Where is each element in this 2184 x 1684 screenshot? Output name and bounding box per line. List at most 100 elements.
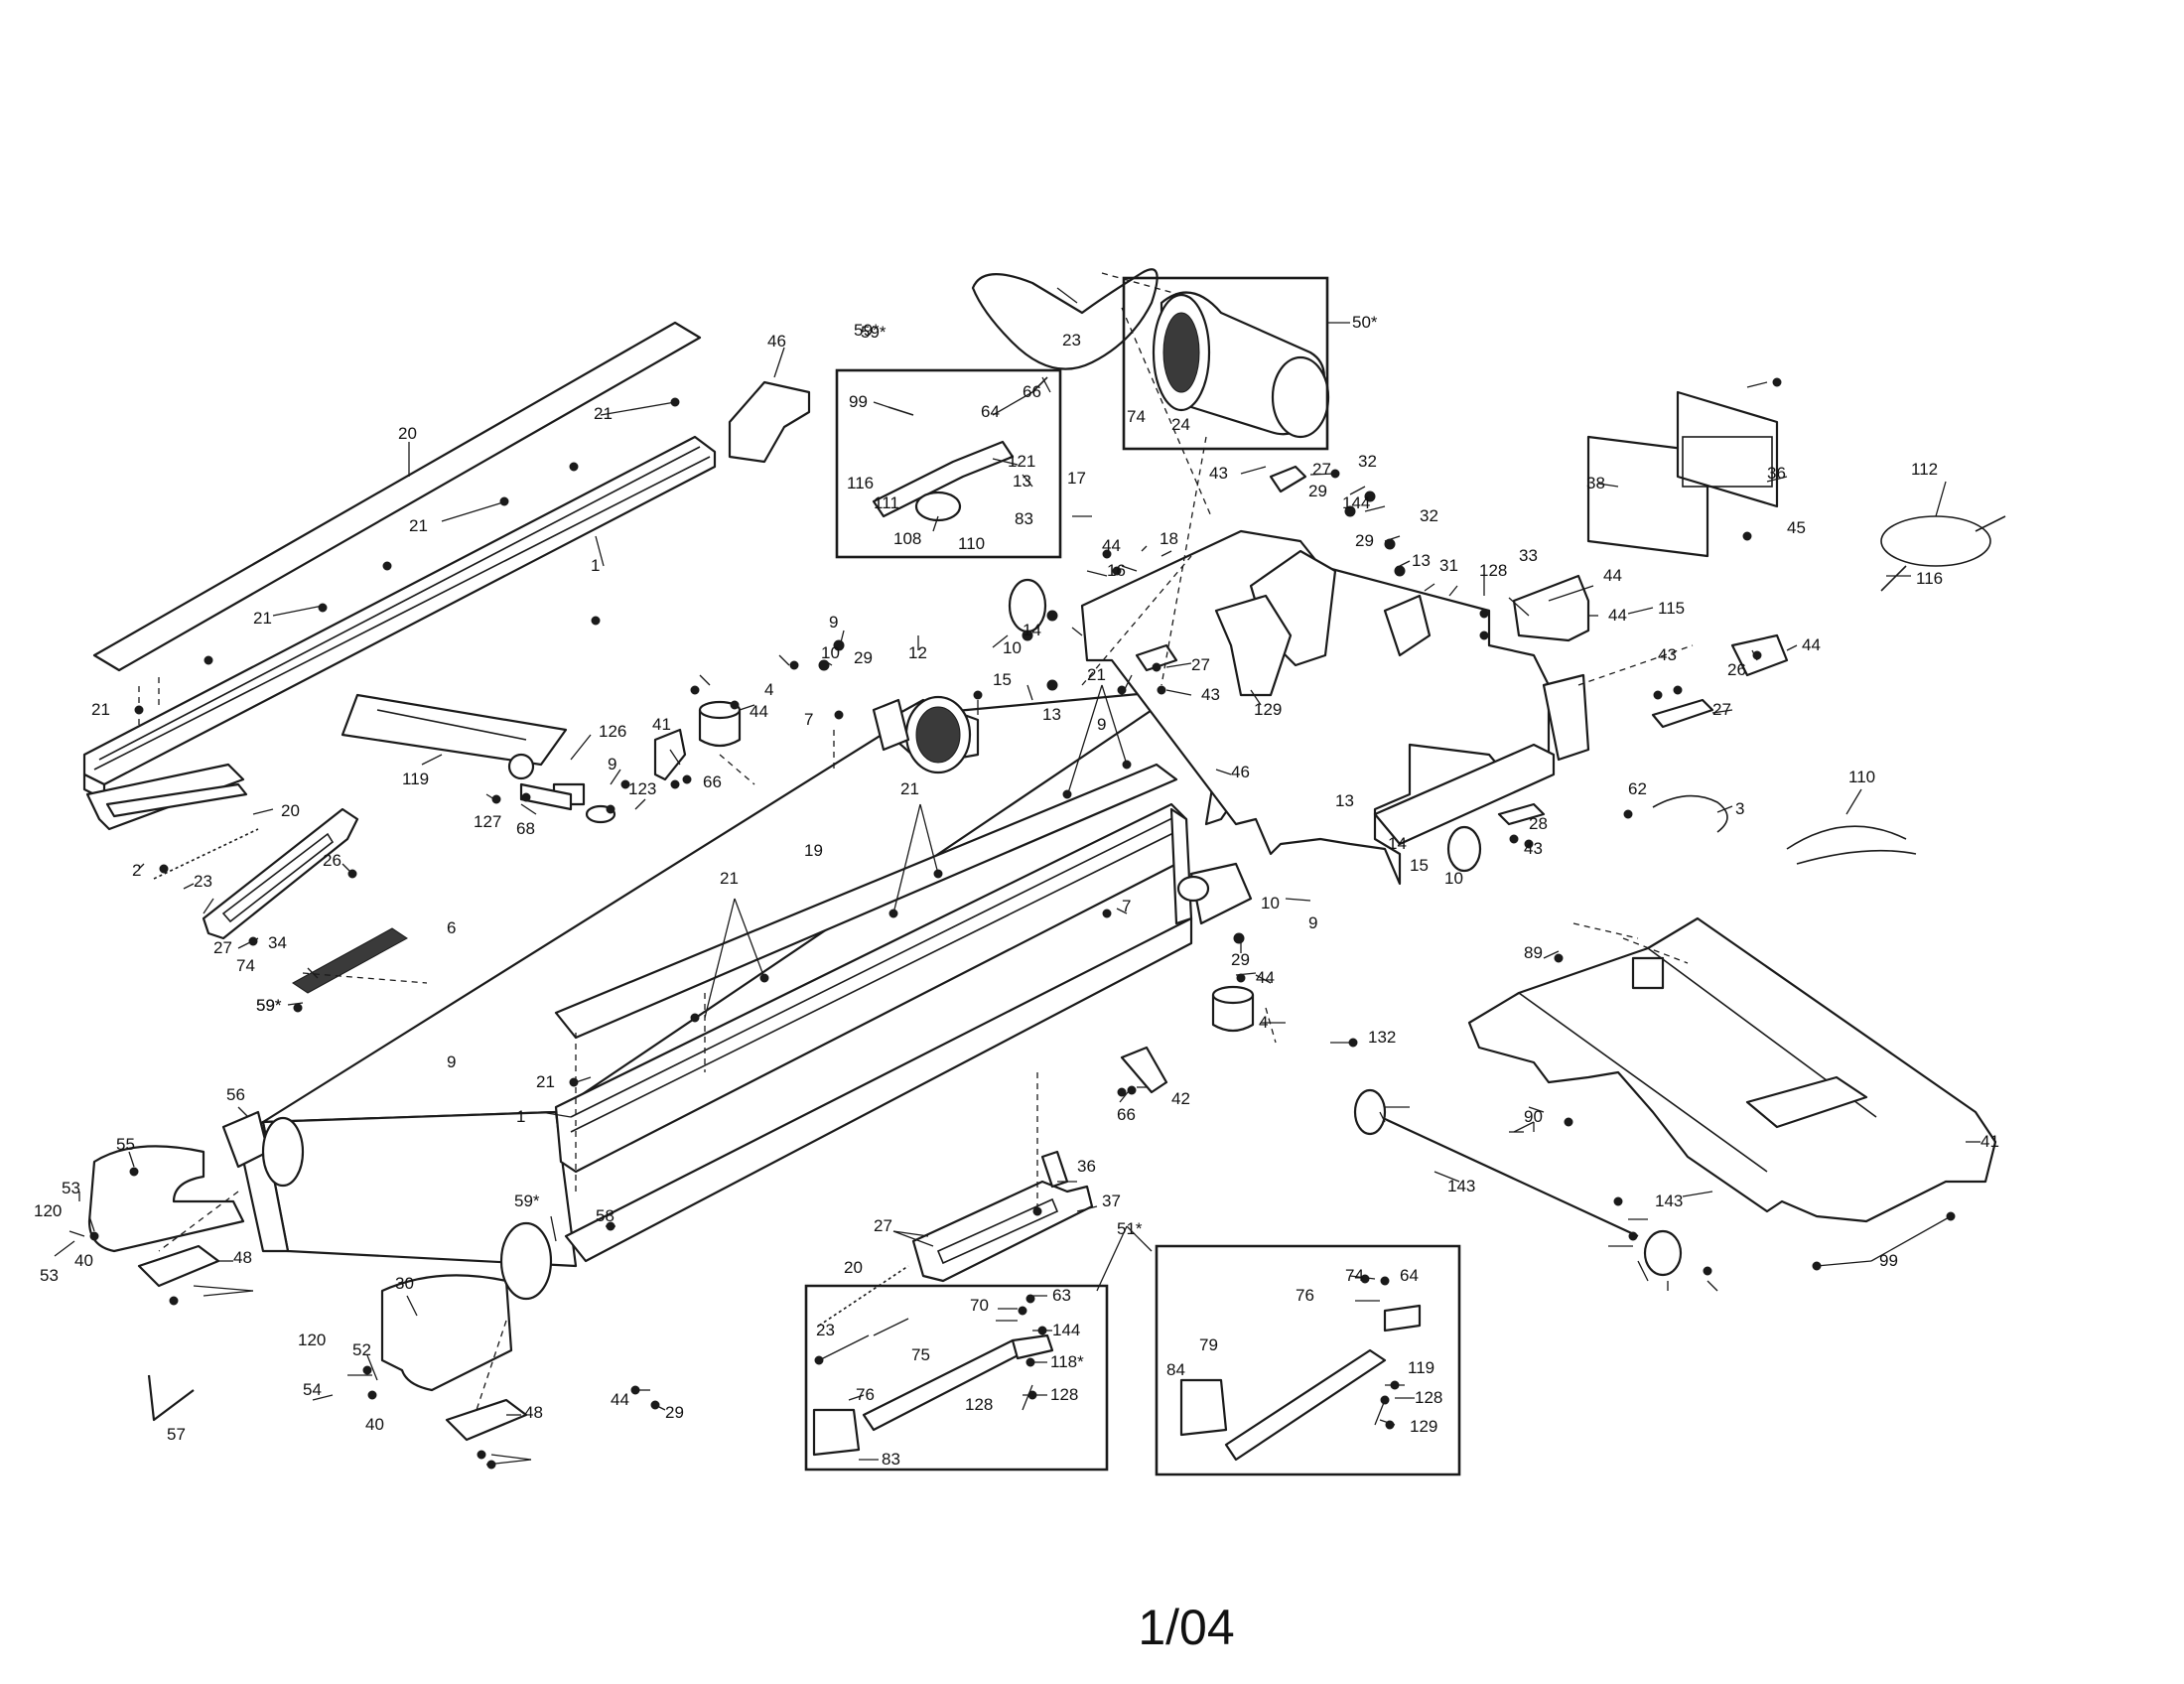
callout: 27 — [1191, 655, 1210, 674]
callout: 53 — [40, 1266, 59, 1285]
callout: 118* — [1050, 1352, 1084, 1371]
callout: 34 — [268, 933, 287, 952]
callout: 26 — [1727, 660, 1746, 679]
callout: 21 — [536, 1072, 555, 1091]
callout: 99 — [849, 392, 868, 411]
callout: 41 — [652, 715, 671, 734]
callout: 7 — [1122, 897, 1131, 915]
callout: 29 — [1355, 531, 1374, 550]
sub-assembly-box-50 — [1122, 276, 1329, 451]
idler-arm-63 — [872, 440, 1015, 518]
callout: 127 — [474, 812, 501, 831]
callout: 56 — [226, 1085, 245, 1104]
callout: 46 — [767, 332, 786, 351]
callout: 66 — [703, 772, 722, 791]
callout: 9 — [447, 1052, 456, 1071]
callout: 21 — [253, 609, 272, 628]
callout: 32 — [1420, 506, 1438, 525]
callout: 13 — [1042, 705, 1061, 724]
bracket-127 — [1214, 594, 1293, 697]
rail-end-36 — [911, 1180, 1094, 1283]
callout: 21 — [720, 869, 739, 888]
callout: 43 — [1658, 645, 1677, 664]
callout: 14 — [1388, 834, 1407, 853]
callout: 68 — [516, 819, 535, 838]
main-frame-18 — [1080, 529, 1551, 886]
callout: 10 — [1444, 869, 1463, 888]
callout: 1 — [516, 1107, 525, 1126]
callout: 31 — [1439, 556, 1458, 575]
bracket-33 — [1512, 574, 1590, 642]
callout: 20 — [281, 801, 300, 820]
callout: 111 — [874, 493, 899, 512]
callout: 43 — [1201, 685, 1220, 704]
callout: 90 — [1524, 1107, 1543, 1126]
callout: 55 — [116, 1135, 135, 1154]
side-rail-cover-mid — [554, 763, 1178, 1040]
callout: 83 — [1015, 509, 1033, 528]
callout: 12 — [908, 643, 927, 662]
callout: 128 — [965, 1395, 993, 1414]
callout: 27 — [213, 938, 232, 957]
callout: 129 — [1254, 700, 1282, 719]
callout: 43 — [1209, 464, 1228, 483]
callout: 9 — [829, 613, 838, 632]
callout: 2 — [132, 861, 141, 880]
callout: 9 — [1308, 913, 1317, 932]
rear-roller-58 — [499, 1221, 553, 1301]
page-number: 1/04 — [1138, 1600, 1235, 1655]
callout: 1 — [591, 556, 600, 575]
callout: 27 — [1712, 700, 1731, 719]
callout: 6 — [447, 918, 456, 937]
callout: 59* — [256, 996, 282, 1015]
callout: 17 — [1067, 469, 1086, 488]
callout: 83 — [882, 1450, 900, 1469]
callout: 132 — [1368, 1028, 1396, 1047]
callout: 14 — [1023, 621, 1041, 639]
callout: 21 — [594, 404, 613, 423]
callout: 110 — [1848, 768, 1875, 786]
callout: 54 — [303, 1380, 322, 1399]
hex-wrench-56 — [147, 1374, 195, 1422]
callout: 110 — [958, 534, 985, 553]
callout: 40 — [365, 1415, 384, 1434]
callout: 23 — [816, 1321, 835, 1339]
callout: 44 — [611, 1390, 629, 1409]
callout: 59* — [514, 1192, 540, 1210]
callout: 108 — [893, 529, 921, 548]
callout: 48 — [233, 1248, 252, 1267]
callout: 18 — [1160, 529, 1178, 548]
callout: 59* — [861, 323, 887, 342]
callout: 21 — [409, 516, 428, 535]
drive-belt-22 — [971, 268, 1159, 370]
rear-bracket-45 — [728, 380, 811, 464]
foot-pad-48-left — [137, 1244, 220, 1288]
callout: 37 — [1102, 1192, 1121, 1210]
callout: 62 — [1628, 779, 1647, 798]
callout: 27 — [1312, 460, 1331, 479]
callout: 19 — [804, 841, 823, 860]
callout: 126 — [599, 722, 626, 741]
side-rail-front — [564, 916, 1193, 1263]
callout: 28 — [1529, 814, 1548, 833]
sub-assembly-box-51-right — [1155, 1244, 1461, 1476]
callout: 143 — [1447, 1177, 1475, 1195]
callout: 40 — [74, 1251, 93, 1270]
sub-assembly-box-51-left — [804, 1284, 1109, 1472]
flange-130 — [1643, 1229, 1683, 1277]
callout: 4 — [764, 680, 773, 699]
callout: 24 — [1171, 415, 1190, 434]
base-pan-41 — [1467, 916, 1997, 1223]
callout: 74 — [1345, 1266, 1364, 1285]
callout: 112 — [1911, 460, 1938, 479]
callout: 9 — [1097, 715, 1106, 734]
callout: 74 — [1127, 407, 1146, 426]
callout: 16 — [1107, 561, 1126, 580]
callout: 116 — [847, 474, 874, 492]
callout: 143 — [1655, 1192, 1683, 1210]
leg-foot-83-left — [812, 1408, 861, 1457]
callout: 115 — [1658, 599, 1685, 618]
callout: 129 — [1410, 1417, 1437, 1436]
callout: 64 — [1400, 1266, 1419, 1285]
callout: 29 — [854, 648, 873, 667]
